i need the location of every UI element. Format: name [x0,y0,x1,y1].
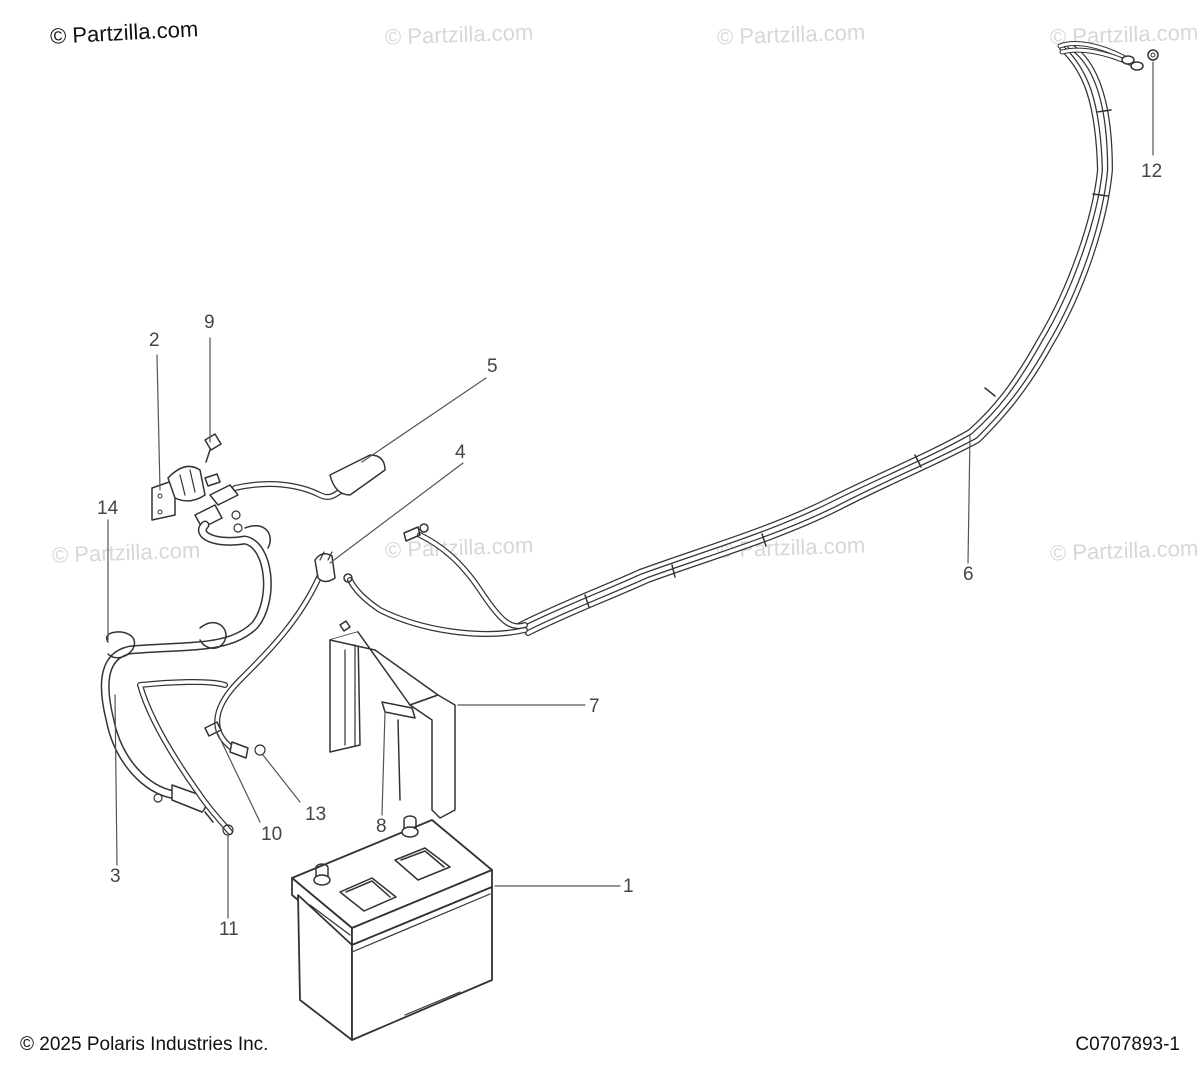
callout-1: 1 [623,876,634,897]
solenoid-relay-2 [151,433,222,521]
battery-1 [291,815,493,1041]
callout-14: 14 [97,498,119,519]
callout-13: 13 [305,804,327,825]
callout-2: 2 [149,330,160,351]
copyright-notice: © 2025 Polaris Industries Inc. [20,1034,269,1055]
cable-6-long-harness [517,41,1159,636]
cable-4-negative [214,551,336,759]
diagram-code: C0707893-1 [1075,1034,1180,1055]
cable-5-boot [194,454,386,533]
callout-4: 4 [455,442,466,463]
cable-branch-center [343,523,528,637]
callout-8: 8 [376,816,387,837]
hold-down-bracket-7 [329,620,456,819]
ground-cable [137,678,233,835]
callout-10: 10 [261,824,283,845]
cable-3-main [100,520,272,823]
callout-7: 7 [589,696,600,717]
callout-11: 11 [219,919,239,940]
leader-lines [107,61,1154,919]
callout-12: 12 [1141,161,1163,182]
callout-3: 3 [110,866,121,887]
callout-6: 6 [963,564,974,585]
callout-5: 5 [487,356,498,377]
callout-9: 9 [204,312,215,333]
